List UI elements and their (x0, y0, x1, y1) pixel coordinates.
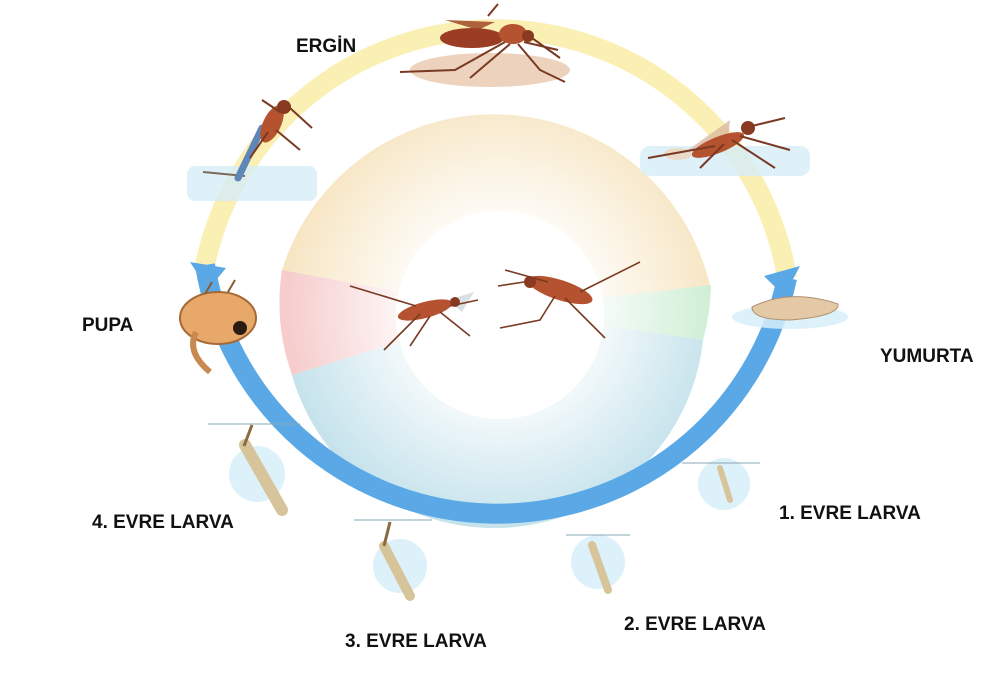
adult-mosquito-top (399, 3, 570, 87)
label-egg: YUMURTA (880, 346, 974, 367)
inner-wheel (279, 95, 715, 529)
larva-stage-3 (354, 519, 432, 601)
center-female-mosquito (349, 285, 479, 351)
adult-emerging (187, 99, 317, 201)
label-adult: ERGİN (296, 36, 357, 57)
ring-arrow-left (190, 262, 226, 290)
label-larva-stage-2: 2. EVRE LARVA (624, 614, 766, 635)
larva-stage-2 (566, 534, 630, 594)
center-male-mosquito (497, 261, 641, 339)
label-pupa: PUPA (82, 315, 134, 336)
label-larva-stage-1: 1. EVRE LARVA (779, 503, 921, 524)
pupa-figure (179, 279, 257, 375)
larva-stage-4 (208, 423, 300, 516)
adult-laying-eggs (640, 117, 810, 176)
inner-hole (396, 211, 604, 419)
ring-water-arc (195, 263, 797, 524)
egg-raft (732, 296, 848, 329)
ring-arrow-right (764, 266, 800, 296)
label-larva-stage-4: 4. EVRE LARVA (92, 512, 234, 533)
larva-stage-1 (682, 458, 760, 510)
label-larva-stage-3: 3. EVRE LARVA (345, 631, 487, 652)
